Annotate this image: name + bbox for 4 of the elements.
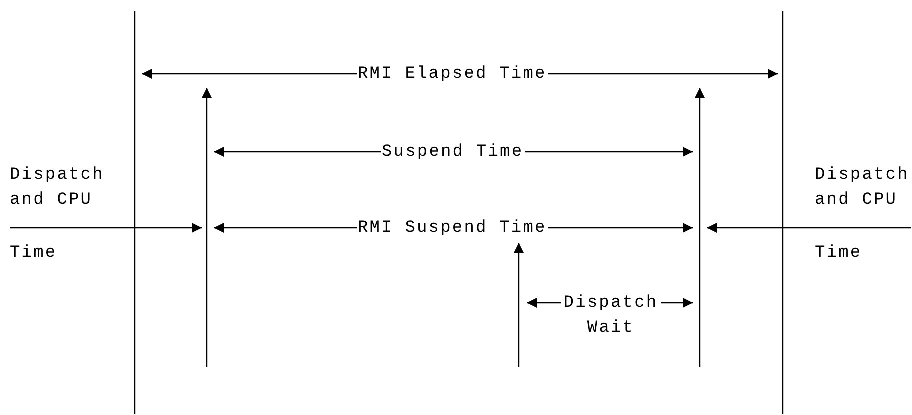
time-label: Time <box>10 243 58 265</box>
time-label: Dispatch and CPU <box>815 165 910 212</box>
time-label: Time <box>815 243 862 265</box>
time-label: Dispatch and CPU <box>10 165 106 212</box>
